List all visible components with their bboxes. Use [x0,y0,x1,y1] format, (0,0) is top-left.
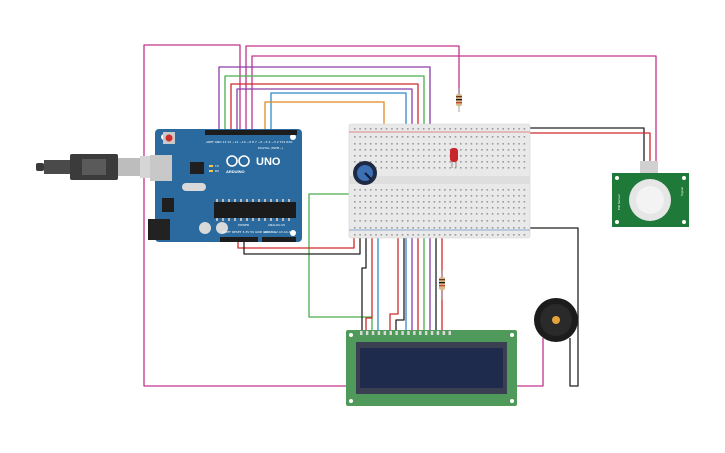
lcd-screen [360,348,503,388]
piezo-buzzer [534,298,578,342]
analog-header [262,237,296,242]
resistor-top [456,88,462,112]
wire-red-pir [519,132,651,165]
analog-label: ANALOG IN [268,223,285,227]
wire-green-pot [308,193,373,330]
pir-right-label: Signal [680,187,684,196]
pir-left-label: PIR Sensor [617,193,621,210]
lcd-display [346,330,517,406]
wire-red-lcd-2 [389,232,399,330]
reset-icon [165,134,173,142]
digital-header [205,130,297,135]
lcd-pins [360,331,451,335]
wire-black-pir [513,127,645,165]
wire-black-buzzer [519,227,579,387]
potentiometer[interactable] [353,161,377,185]
digital-label: DIGITAL (PWM~) [258,146,283,150]
wire-magenta-pir [251,55,657,165]
pir-sensor: PIR Sensor Signal [612,161,689,227]
breadboard-holes [354,128,526,236]
board-model: UNO [256,156,281,168]
wire-magenta-lcd-loop [143,44,347,387]
tx-led [209,165,213,167]
wire-red-lcd-1 [365,232,373,330]
digital-pin-labels: AREF GND 13 12 ~11 ~10 ~9 8 7 ~6 ~5 4 ~3… [206,140,292,144]
usb-port [150,155,172,181]
tx-label: TX [214,164,219,168]
buzzer-center-icon [552,316,560,324]
atmega-chip [214,202,296,218]
red-led [450,148,458,168]
resistor-bottom [439,270,445,300]
arduino-uno-board: AREF GND 13 12 ~11 ~10 ~9 8 7 ~6 ~5 4 ~3… [148,129,302,242]
wire-black-lcd-2 [395,232,405,330]
rx-led [209,170,213,172]
arduino-logo-icon [226,155,250,167]
power-pin-labels: IOREF RESET 3.3V 5V GND GND Vin [222,230,276,234]
wire-black-lcd-1 [361,232,367,330]
analog-pin-labels: A0 A1 A2 A3 A4 A5 [264,230,293,234]
board-brand: ARDUINO [226,169,245,174]
wire-black-power [243,232,361,255]
wire-magenta-buzzer [516,338,544,387]
power-header [220,237,258,242]
breadboard [348,123,531,239]
rx-label: RX [215,169,219,173]
knob-indicator-icon [364,172,372,180]
usb-cable [36,154,158,180]
power-jack [148,219,170,240]
power-label: POWER [238,223,249,227]
